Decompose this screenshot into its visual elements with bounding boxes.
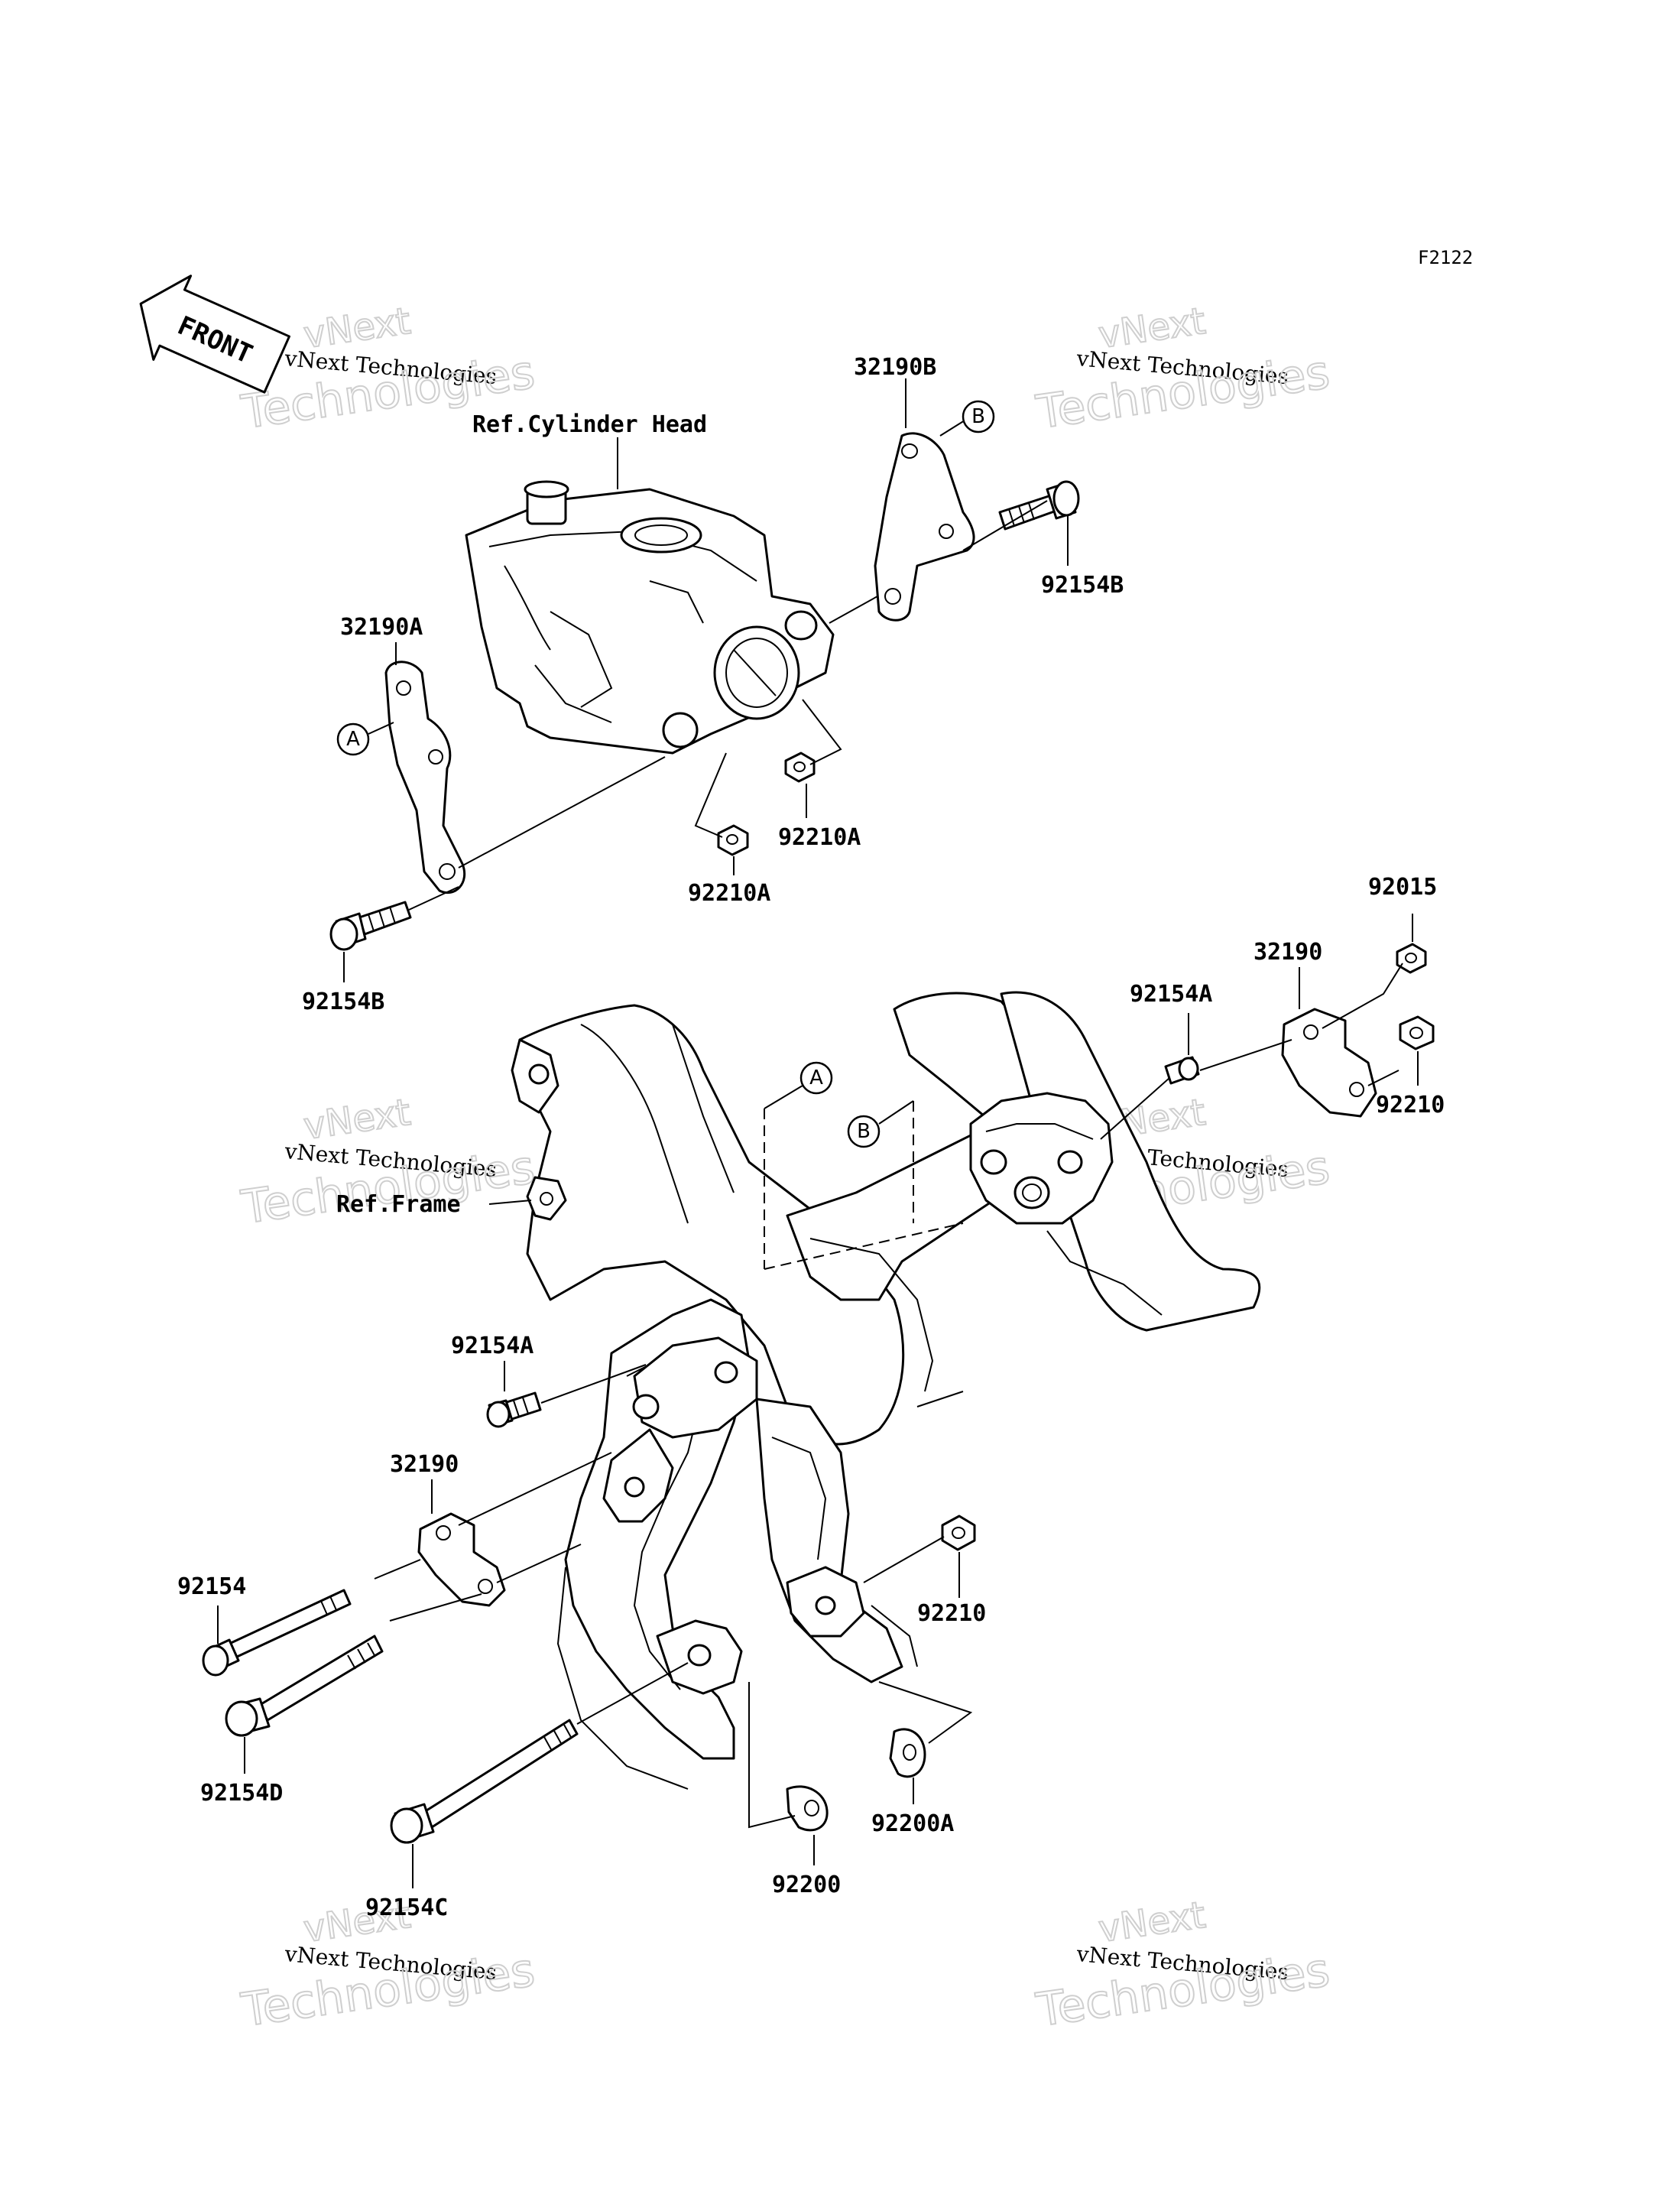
axis-92015 (1322, 963, 1403, 1029)
nut-92210A-right (784, 752, 816, 783)
nut-92210-lower (941, 1515, 976, 1551)
label-92210A-right: 92210A (778, 824, 861, 851)
label-92154B-top: 92154B (1041, 572, 1124, 599)
axis-92154-to-bracket (374, 1559, 421, 1580)
bracket-32190-left (417, 1512, 506, 1607)
ref-frame-leader (488, 1200, 532, 1205)
label-92210-right: 92210 (1376, 1092, 1445, 1118)
bolt-92154A-right (1164, 1056, 1200, 1085)
label-92015: 92015 (1368, 874, 1437, 901)
bracket-32190B (874, 432, 975, 622)
leader-marker-b-top (939, 420, 965, 437)
label-92154B-left: 92154B (302, 989, 384, 1015)
frame (511, 991, 1261, 1790)
axis-92200 (748, 1682, 796, 1829)
marker-a-frame-text: A (809, 1067, 823, 1089)
axis-92154A-right-2 (1100, 1077, 1170, 1140)
watermark-bottom-right: vNext vNext Technologies Technologies (1032, 1893, 1333, 2038)
axis-32190-left-lower (496, 1544, 582, 1583)
bracket-axis-32190A (458, 756, 666, 868)
label-32190-left: 32190 (390, 1451, 459, 1478)
nut-92210A-left (717, 824, 749, 856)
label-32190B: 32190B (854, 354, 936, 381)
leader-92210A-right-axis (802, 699, 842, 765)
marker-a-left (336, 722, 370, 756)
label-92154C: 92154C (365, 1894, 448, 1921)
collar-92200A (889, 1728, 926, 1778)
label-92210-lower: 92210 (917, 1600, 986, 1627)
marker-b-top-text: B (971, 405, 985, 428)
axis-92154A-right (1199, 1039, 1292, 1071)
marker-b-top (962, 400, 995, 433)
label-92154: 92154 (177, 1573, 246, 1600)
bolt-92154B-left (329, 901, 412, 951)
axis-32190-left-upper (458, 1452, 612, 1526)
label-92154D: 92154D (200, 1780, 283, 1807)
marker-a-left-text: A (346, 728, 360, 751)
label-32190A: 32190A (340, 614, 423, 641)
svg-text:vNext: vNext (301, 1091, 414, 1148)
leader-marker-a-left (368, 722, 394, 735)
collar-92200 (786, 1785, 829, 1832)
bracket-axis-32190B (829, 596, 878, 624)
bracket-32190A (384, 661, 466, 894)
diagram-code: F2122 (1418, 247, 1473, 268)
label-92200: 92200 (772, 1872, 841, 1898)
label-92154A-left: 92154A (451, 1333, 534, 1359)
label-32190-right: 32190 (1254, 939, 1322, 966)
leader-marker-b-frame (878, 1100, 914, 1125)
marker-b-frame-text: B (857, 1120, 871, 1143)
marker-a-frame (799, 1061, 833, 1095)
bolt-axis-92154B-top (962, 500, 1048, 551)
label-92200A: 92200A (871, 1810, 954, 1837)
label-92154A-right: 92154A (1130, 981, 1212, 1008)
ref-frame-label: Ref.Frame (336, 1191, 461, 1218)
nut-92015 (1396, 943, 1427, 974)
leader-92210A-left-axis (694, 752, 727, 838)
marker-b-frame (847, 1115, 881, 1148)
nut-92210-right (1399, 1015, 1435, 1050)
svg-text:vNext: vNext (1096, 1894, 1208, 1951)
ref-cylinder-head-label: Ref.Cylinder Head (472, 411, 707, 438)
label-92210A-left: 92210A (688, 880, 770, 907)
bolt-92154A-left (486, 1391, 542, 1428)
axis-92154A-left (540, 1364, 647, 1404)
axis-92200A (878, 1681, 973, 1744)
bracket-32190-right (1281, 1008, 1377, 1118)
axis-92154C (576, 1662, 689, 1725)
bolt-axis-92154B-left (408, 886, 459, 911)
leader-marker-a-frame (764, 1085, 803, 1109)
axis-92210-lower (863, 1536, 945, 1583)
axis-92210-right (1367, 1070, 1399, 1086)
axis-92154D-to-bracket (389, 1593, 482, 1622)
watermark-top-right: vNext vNext Technologies Technologies (1032, 299, 1333, 440)
bolt-92154D (225, 1635, 384, 1737)
cylinder-head (465, 480, 835, 755)
dash-ref-a-h (764, 1222, 964, 1270)
bolt-92154C (390, 1719, 579, 1844)
bolt-92154 (202, 1589, 352, 1677)
